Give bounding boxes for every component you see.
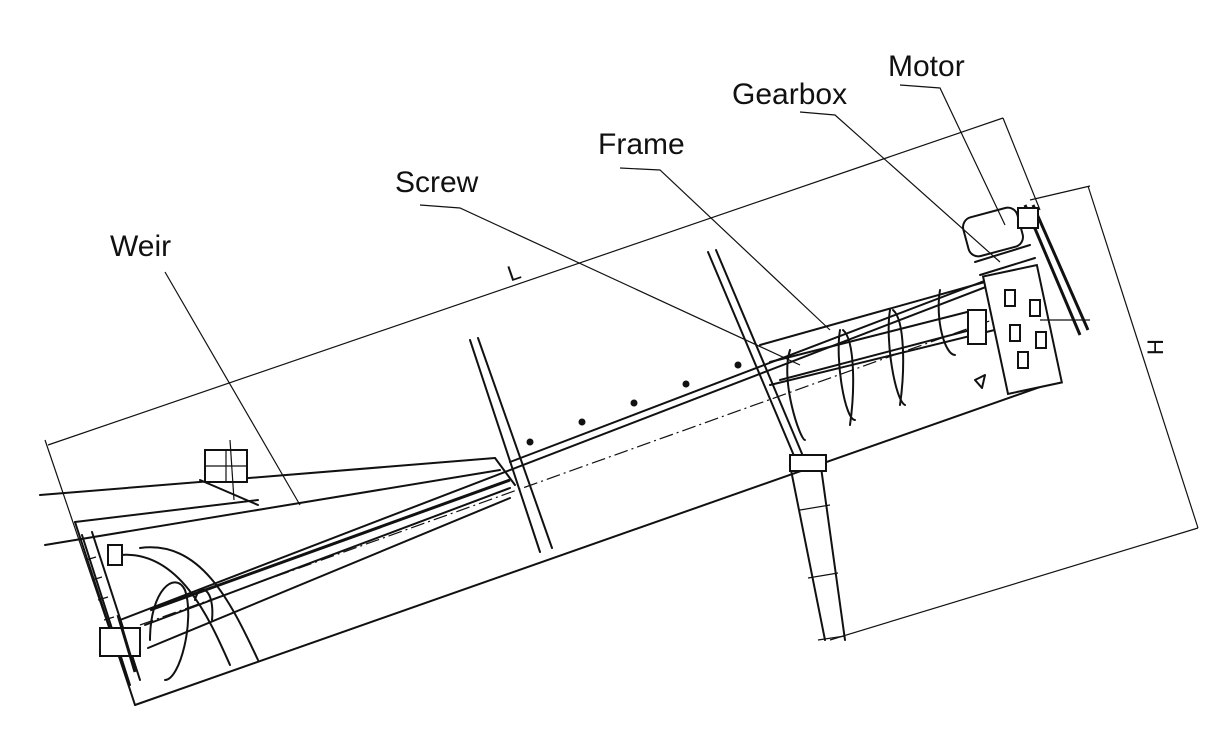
inlet-rack bbox=[81, 531, 141, 686]
frame-support bbox=[707, 249, 846, 641]
height-dimension bbox=[829, 185, 1199, 641]
gearbox-label: Gearbox bbox=[732, 78, 848, 111]
height-dimension-label: H bbox=[1142, 339, 1168, 355]
motor-label: Motor bbox=[888, 50, 965, 83]
upper-screw bbox=[759, 274, 1016, 441]
motor-unit bbox=[962, 204, 1090, 336]
trough-body bbox=[119, 269, 1061, 706]
leader-lines bbox=[164, 84, 1006, 506]
length-dimension bbox=[44, 117, 1041, 691]
trough-bolts bbox=[526, 361, 742, 446]
weir-label: Weir bbox=[110, 230, 172, 263]
inlet-hopper bbox=[39, 439, 516, 706]
left-support bbox=[469, 337, 553, 553]
frame-leader bbox=[619, 167, 831, 331]
weir-leader bbox=[164, 271, 301, 506]
frame-label: Frame bbox=[598, 128, 685, 161]
screw-label: Screw bbox=[395, 166, 479, 199]
gearbox-unit bbox=[974, 244, 1064, 396]
motor-leader bbox=[899, 84, 1006, 226]
inlet-screw-flights bbox=[144, 487, 511, 681]
screw-leader bbox=[419, 204, 801, 366]
gearbox-leader bbox=[799, 111, 1001, 263]
